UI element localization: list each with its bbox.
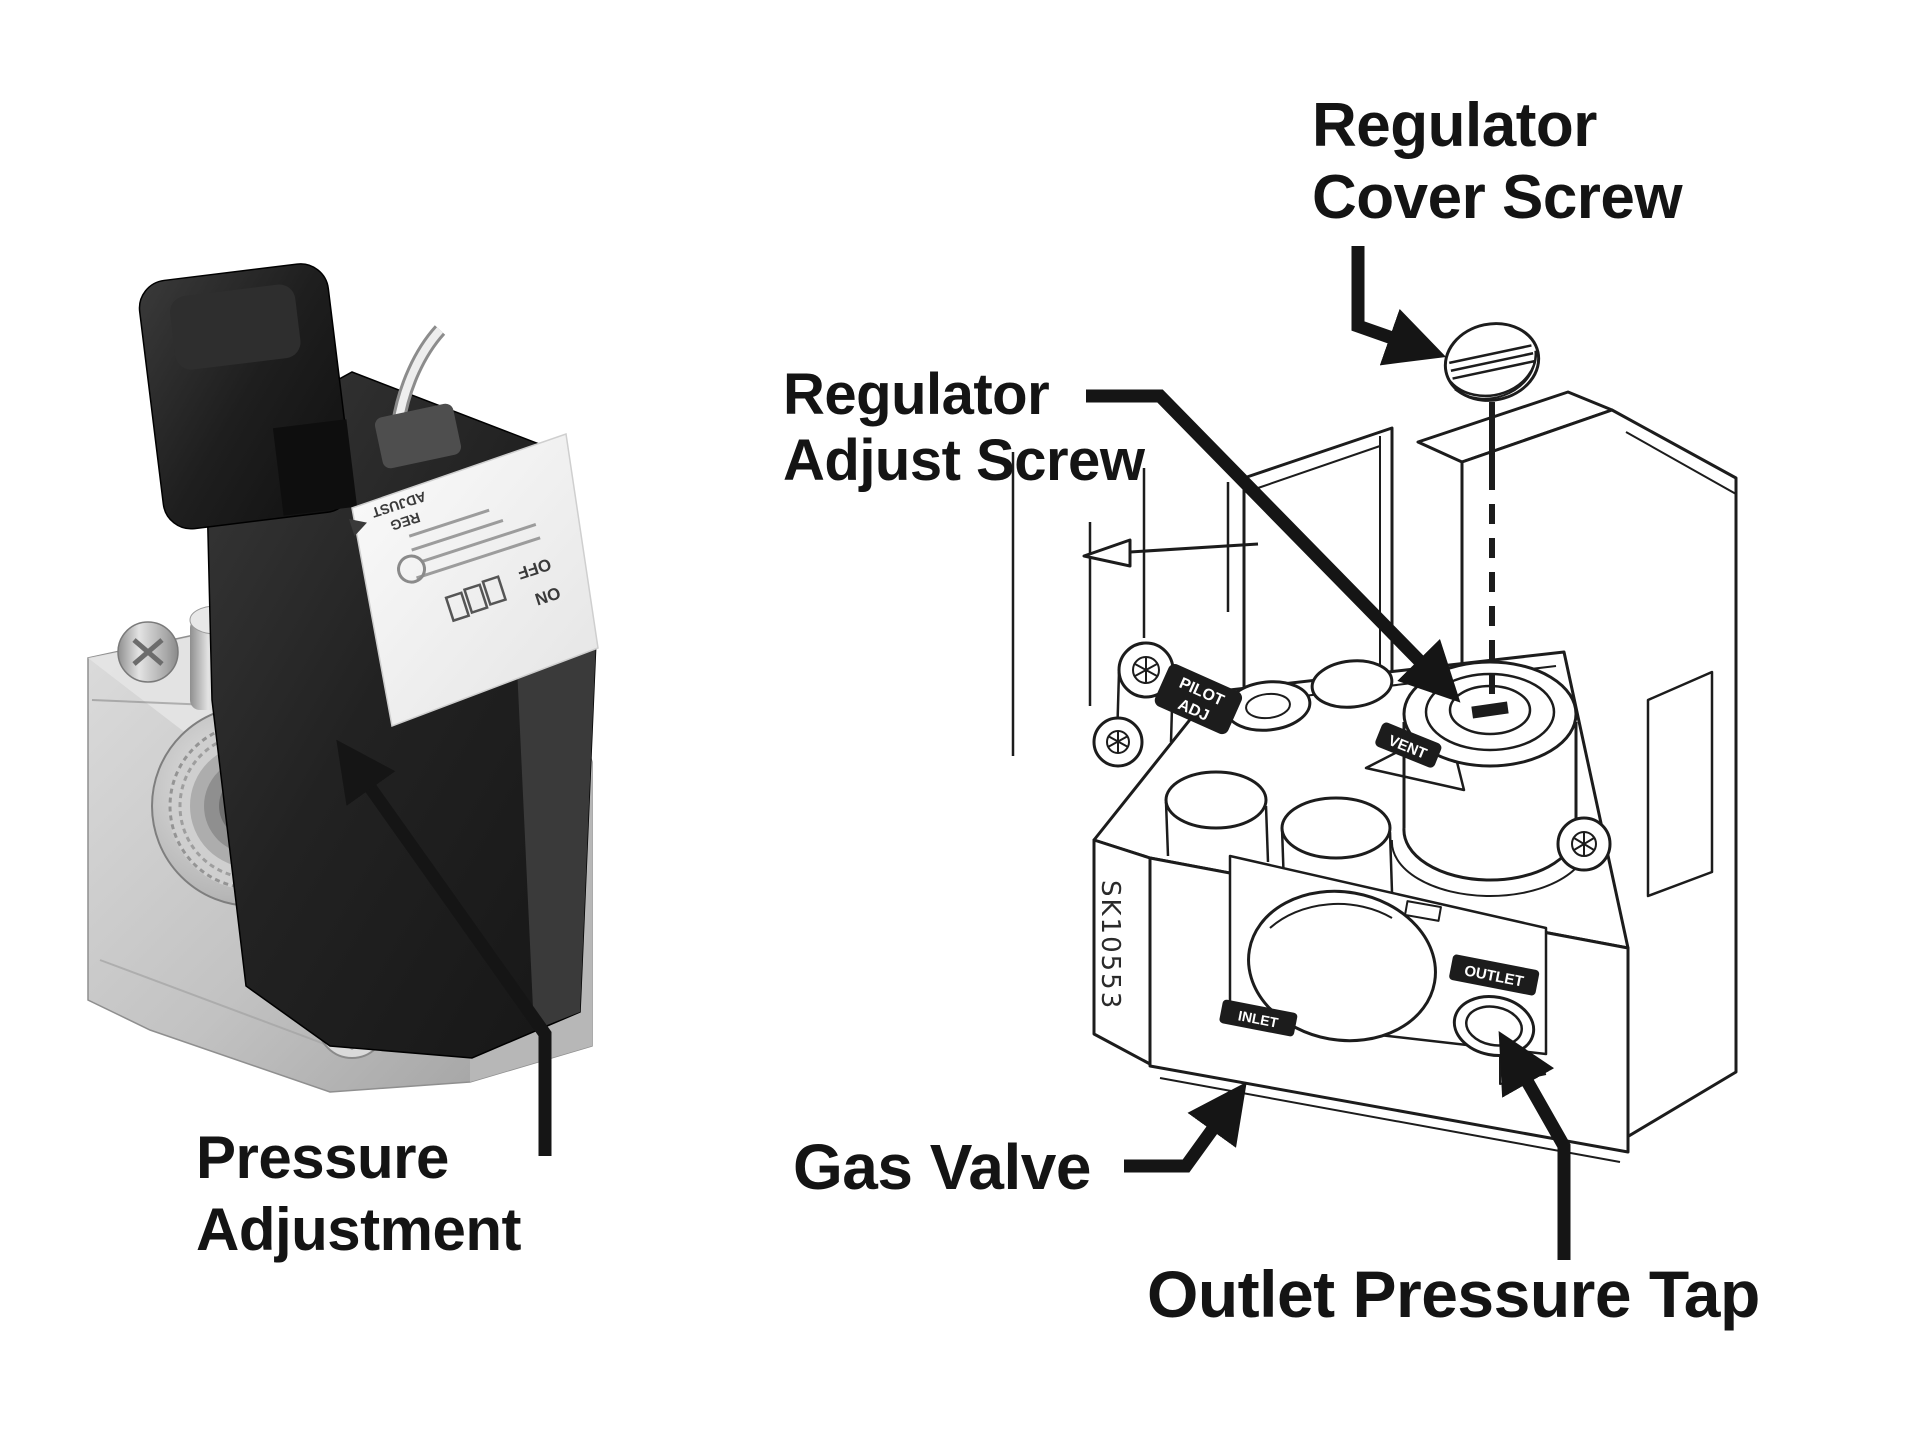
photo-knob — [138, 263, 358, 530]
part-code: SK10553 — [1095, 880, 1125, 1010]
arrow-pressure-adjustment — [336, 739, 552, 1156]
drawing-thin-rods — [1011, 452, 1230, 756]
label-outlet-pressure-tap-text: Outlet Pressure Tap — [1147, 1257, 1760, 1331]
arrow-outlet-pressure-tap — [1498, 1031, 1571, 1260]
label-regulator-adjust-screw: Regulator Adjust Screw — [783, 362, 1145, 494]
photo-wire — [374, 325, 462, 469]
label-pressure-adjustment-line1: Pressure — [196, 1124, 449, 1191]
valve-line-drawing: PILOT ADJ VENT INLET OUTLET SK10553 — [1011, 322, 1738, 1163]
label-pressure-adjustment: Pressure Adjustment — [196, 1122, 522, 1266]
label-outlet-pressure-tap: Outlet Pressure Tap — [1147, 1258, 1760, 1330]
drawing-right-screw — [1556, 816, 1612, 872]
valve-photo: ON OFF REG ADJUST — [87, 263, 599, 1093]
label-gas-valve: Gas Valve — [793, 1132, 1091, 1202]
label-regulator-adjust-screw-line2: Adjust Screw — [783, 428, 1145, 493]
label-gas-valve-text: Gas Valve — [793, 1131, 1091, 1203]
drawing-cover-screw — [1443, 322, 1541, 694]
drawing-view-flag — [1082, 538, 1259, 568]
photo-spec-label: ON OFF REG ADJUST — [348, 432, 599, 728]
leader-arrows — [336, 246, 1571, 1260]
label-regulator-adjust-screw-line1: Regulator — [783, 362, 1050, 427]
label-regulator-cover-screw: Regulator Cover Screw — [1312, 90, 1683, 234]
label-regulator-cover-screw-line2: Cover Screw — [1312, 163, 1683, 232]
arrow-gas-valve — [1124, 1081, 1247, 1173]
drawing-mid-bosses — [1164, 770, 1394, 893]
arrow-regulator-adjust-screw — [1086, 389, 1461, 703]
drawing-front-panel — [1228, 854, 1548, 1085]
label-pressure-adjustment-line2: Adjustment — [196, 1196, 522, 1263]
arrow-regulator-cover-screw — [1351, 246, 1447, 366]
label-regulator-cover-screw-line1: Regulator — [1312, 91, 1597, 160]
drawing-pilot-screws — [1092, 641, 1175, 768]
emboss-inlet: INLET — [1237, 1007, 1280, 1031]
